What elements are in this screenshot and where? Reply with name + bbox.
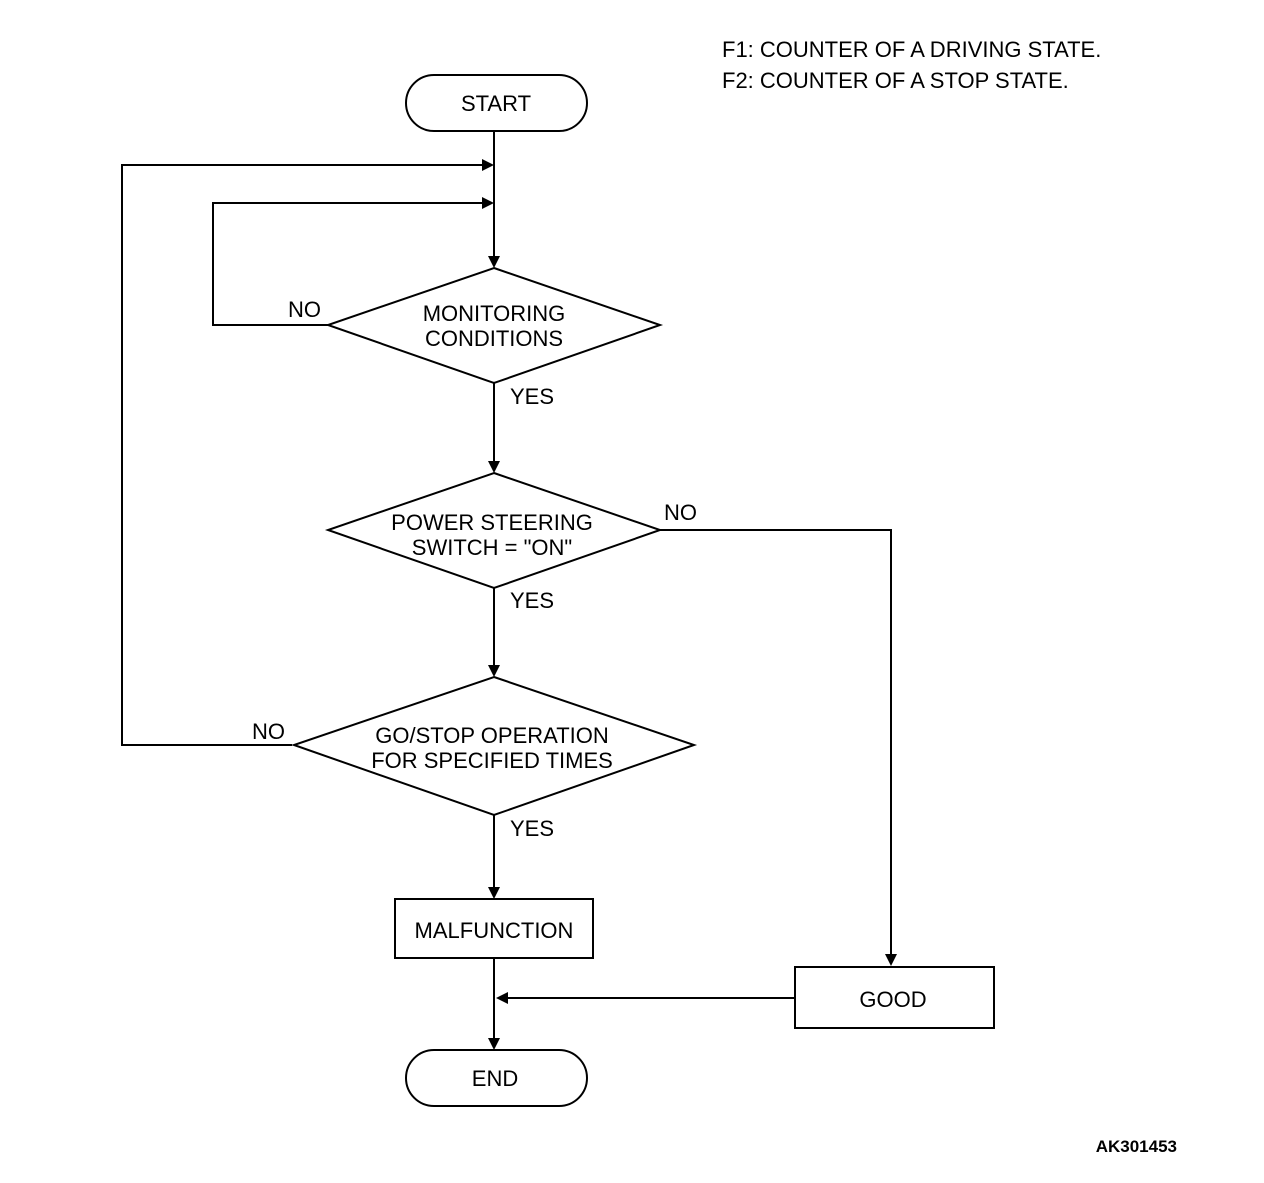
connector-ps-no-to-good (660, 529, 897, 966)
monitoring-label-2: CONDITIONS (425, 326, 563, 351)
good-label: GOOD (859, 987, 926, 1012)
legend-line-1: F1: COUNTER OF A DRIVING STATE. (722, 37, 1101, 62)
ps-no-label: NO (664, 500, 697, 525)
start-label: START (461, 91, 531, 116)
gostop-label-2: FOR SPECIFIED TIMES (371, 748, 613, 773)
ps-label-1: POWER STEERING (391, 510, 593, 535)
connector-gostop-no-loop (121, 159, 494, 746)
end-terminal (405, 1049, 588, 1107)
monitoring-no-label: NO (288, 297, 321, 322)
figure-id: AK301453 (1096, 1137, 1177, 1156)
ps-label-2: SWITCH = "ON" (412, 535, 572, 560)
gostop-yes-label: YES (510, 816, 554, 841)
monitoring-label-1: MONITORING (423, 301, 566, 326)
legend-line-2: F2: COUNTER OF A STOP STATE. (722, 68, 1069, 93)
gostop-no-label: NO (252, 719, 285, 744)
ps-yes-label: YES (510, 588, 554, 613)
end-label: END (472, 1066, 518, 1091)
malfunction-label: MALFUNCTION (415, 918, 574, 943)
start-terminal (405, 74, 588, 132)
monitoring-yes-label: YES (510, 384, 554, 409)
process-malfunction (394, 898, 594, 959)
gostop-label-1: GO/STOP OPERATION (375, 723, 609, 748)
connector-monitoring-no-loop (212, 197, 494, 326)
